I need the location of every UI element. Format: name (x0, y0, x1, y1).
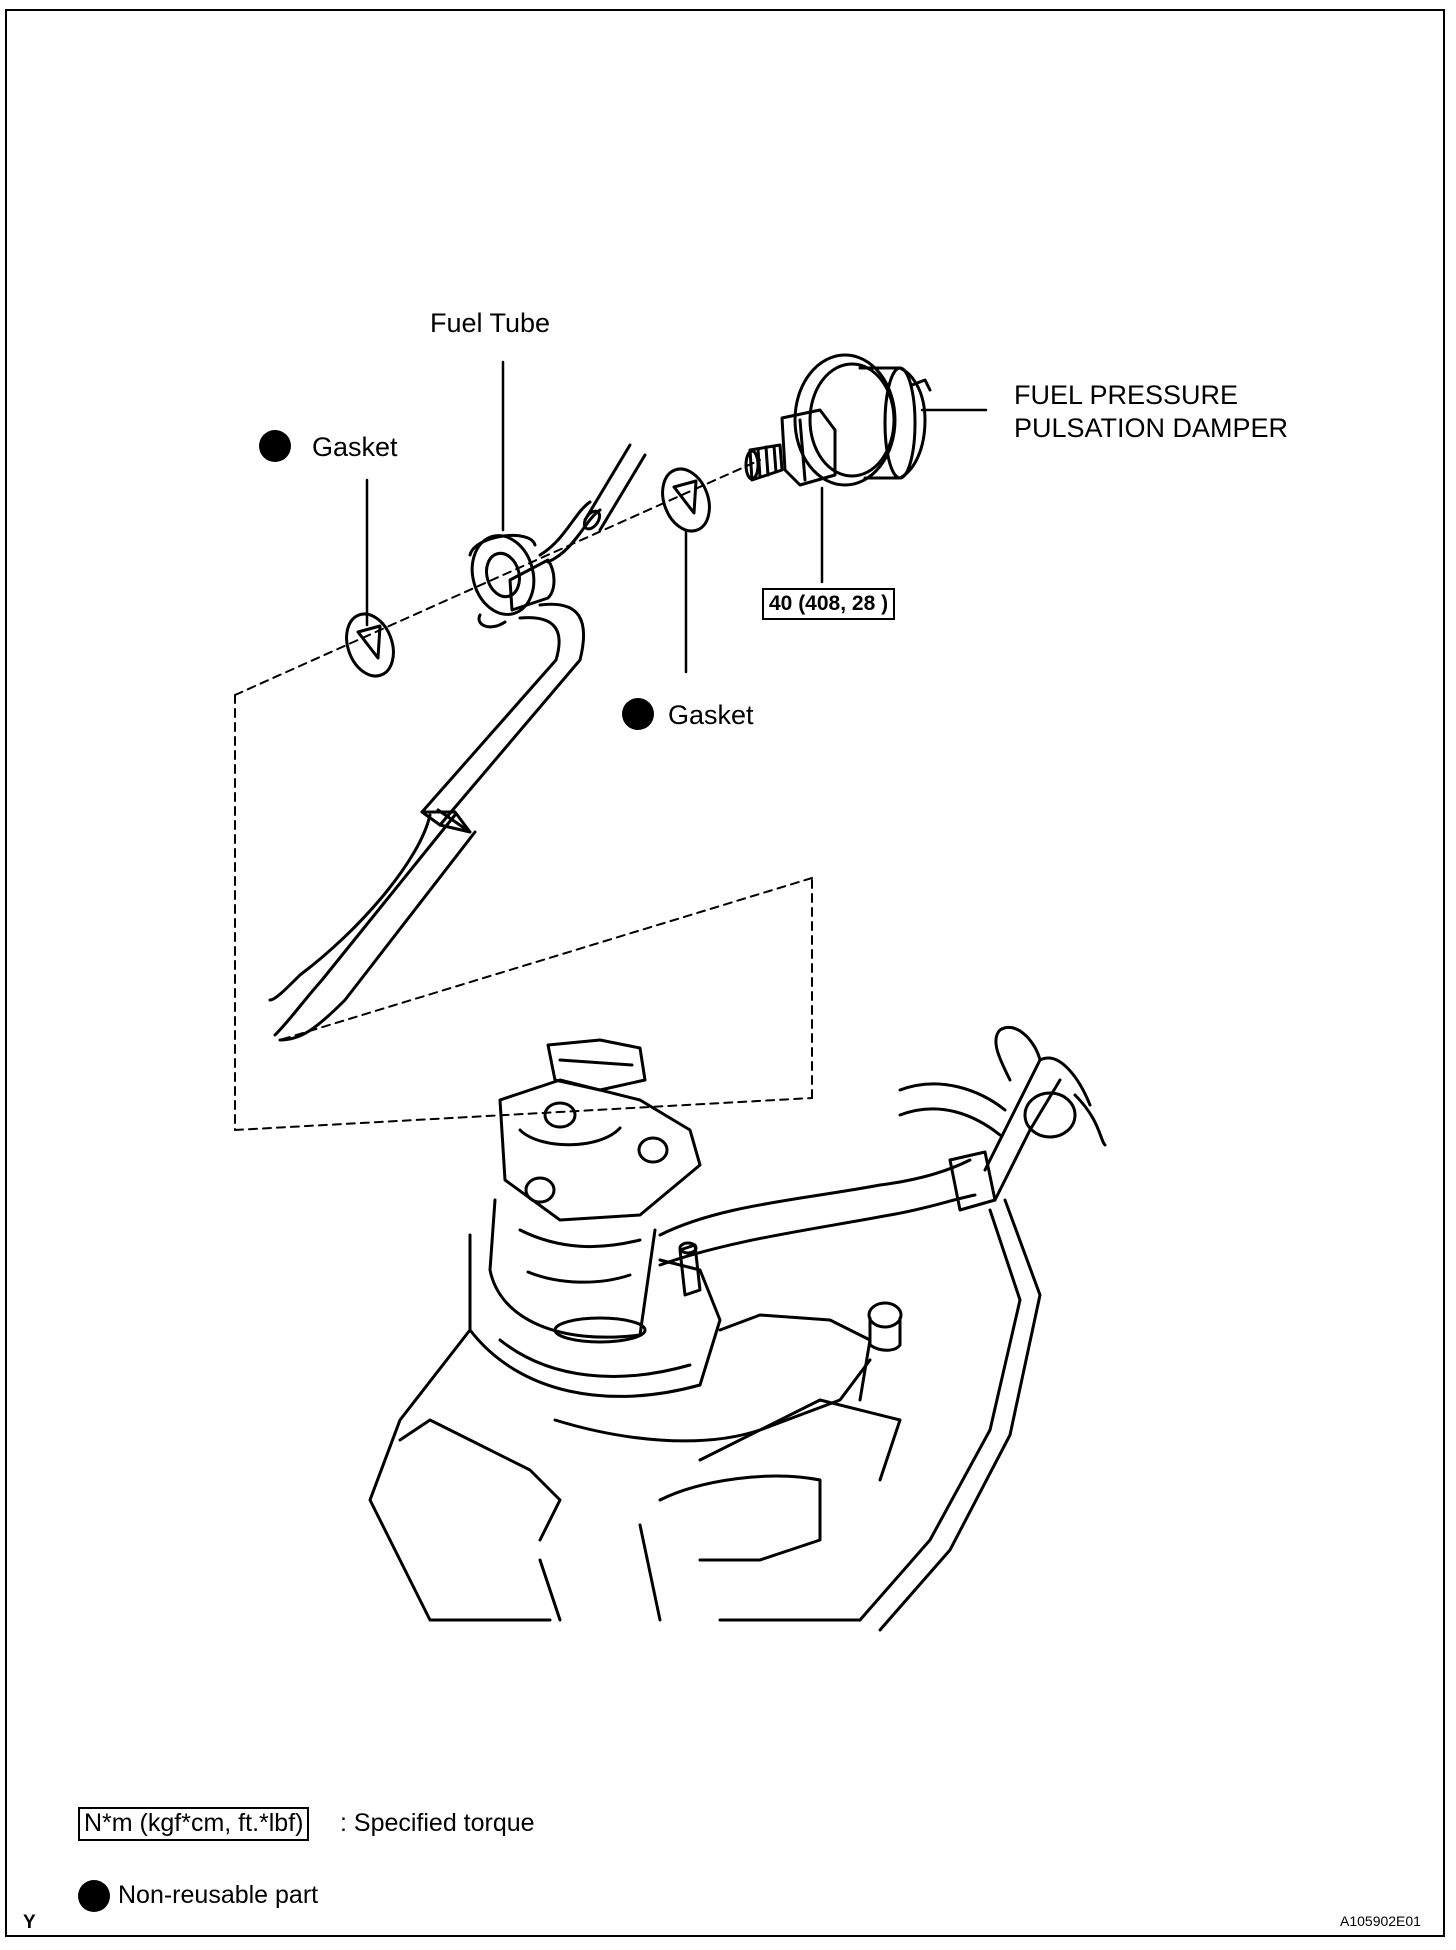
gasket-left-part (345, 612, 395, 678)
non-reusable-bullet-left (259, 430, 291, 462)
page-border (5, 9, 1445, 1937)
footer-code-left: Y (23, 1912, 36, 1933)
gasket-right-part (661, 467, 711, 533)
torque-spec-box: 40 (408, 28 ) (762, 588, 896, 620)
engine-assembly (368, 1025, 1107, 1632)
fuel-tube-label: Fuel Tube (430, 308, 551, 338)
figure-id: A105902E01 (1340, 1913, 1421, 1929)
damper-label-line2: PULSATION DAMPER (1014, 413, 1289, 443)
non-reusable-legend-text: Non-reusable part (118, 1881, 319, 1909)
damper-label-line1: FUEL PRESSURE (1014, 380, 1239, 410)
gasket-right-label: Gasket (668, 700, 754, 730)
torque-legend-box: N*m (kgf*cm, ft.*lbf) (78, 1807, 310, 1841)
non-reusable-legend-bullet (78, 1880, 110, 1912)
dashed-guides (234, 459, 813, 1131)
leader-lines (365, 360, 988, 674)
damper-part (744, 353, 932, 487)
gasket-left-label: Gasket (312, 432, 398, 462)
fuel-tube-part (268, 443, 647, 1042)
non-reusable-bullet-right (622, 698, 654, 730)
torque-legend-text: : Specified torque (340, 1809, 535, 1837)
